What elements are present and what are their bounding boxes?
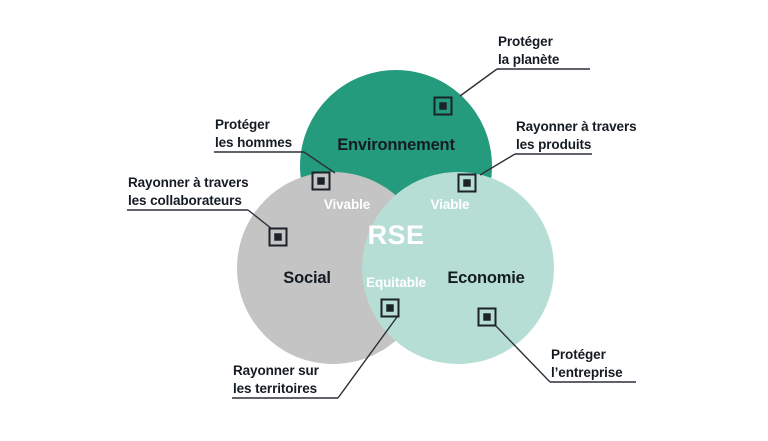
circle-label-social: Social xyxy=(283,269,330,287)
circle-label-environment: Environnement xyxy=(337,136,455,154)
callout-leader-line xyxy=(247,209,273,230)
callout-leader-line xyxy=(337,316,398,399)
callout-line: Rayonner sur xyxy=(233,363,320,378)
callout-label-rayonner-sur-les-territoires: Rayonner sur les territoires xyxy=(233,363,320,396)
overlap-label-vivable: Vivable xyxy=(324,197,371,212)
callout-line: Rayonner à travers xyxy=(516,119,637,134)
callout-label-rayonner-a-travers-les-collaborateurs: Rayonner à travers les collaborateurs xyxy=(128,175,249,208)
overlap-label-equitable: Equitable xyxy=(366,275,426,290)
callout-line: Protéger xyxy=(551,347,607,362)
callout-label-proteger-l-entreprise: Protéger l’entreprise xyxy=(551,347,623,380)
callout-line: Protéger xyxy=(498,34,554,49)
callout-leader-line xyxy=(459,68,498,97)
callout-label-rayonner-a-travers-les-produits: Rayonner à travers les produits xyxy=(516,119,637,152)
callout-line: les produits xyxy=(516,137,591,152)
callout-line: la planète xyxy=(498,52,560,67)
callout-leader-line xyxy=(479,153,516,176)
square-marker-icon[interactable] xyxy=(477,307,497,327)
callout-line: l’entreprise xyxy=(551,365,623,380)
circle-economy[interactable] xyxy=(362,172,554,364)
callout-line: les territoires xyxy=(233,381,317,396)
center-label-rse: RSE xyxy=(368,220,425,250)
circle-label-economy: Economie xyxy=(447,269,524,287)
callout-label-proteger-les-hommes: Protéger les hommes xyxy=(215,117,292,150)
square-marker-icon[interactable] xyxy=(268,227,288,247)
callout-line: les collaborateurs xyxy=(128,193,242,208)
square-marker-icon[interactable] xyxy=(380,298,400,318)
callout-line: les hommes xyxy=(215,135,292,150)
overlap-label-viable: Viable xyxy=(431,197,471,212)
callout-leader-line xyxy=(494,324,551,383)
callout-line: Protéger xyxy=(215,117,271,132)
square-marker-icon[interactable] xyxy=(433,96,453,116)
callout-label-proteger-la-planete: Protéger la planète xyxy=(498,34,560,67)
square-marker-icon[interactable] xyxy=(457,173,477,193)
square-marker-icon[interactable] xyxy=(311,171,331,191)
callout-line: Rayonner à travers xyxy=(128,175,249,190)
callout-leader-line xyxy=(303,151,336,174)
